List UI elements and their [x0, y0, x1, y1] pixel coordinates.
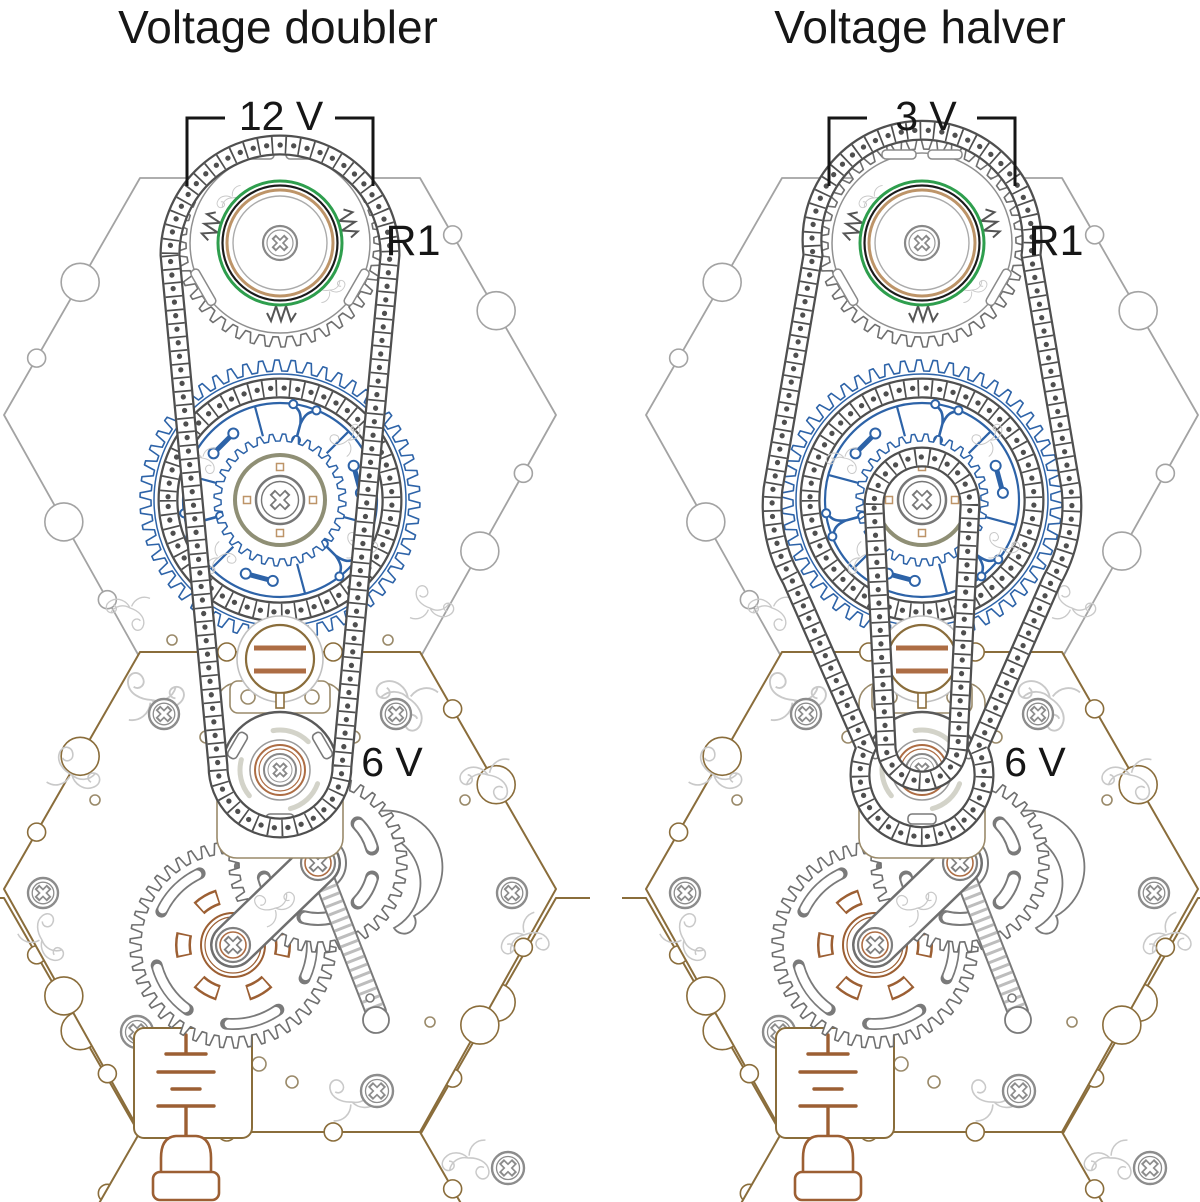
- figure1-top-voltage: 12 V: [238, 93, 324, 139]
- figure1-bottom-voltage: 6 V: [361, 739, 423, 785]
- figure1-title: Voltage doubler: [118, 1, 438, 53]
- figure2-title: Voltage halver: [774, 1, 1066, 53]
- figure2-top-voltage: 3 V: [895, 93, 957, 139]
- figure2-resistor-label: R1: [1028, 217, 1084, 265]
- figure1-resistor-label: R1: [385, 217, 441, 265]
- voltage-bracket: [827, 116, 1017, 186]
- figure2-bottom-voltage: 6 V: [1004, 739, 1066, 785]
- voltage-bracket: [185, 116, 375, 186]
- figure-voltage-halver: [622, 116, 1200, 1202]
- figure-voltage-doubler: [0, 116, 590, 1202]
